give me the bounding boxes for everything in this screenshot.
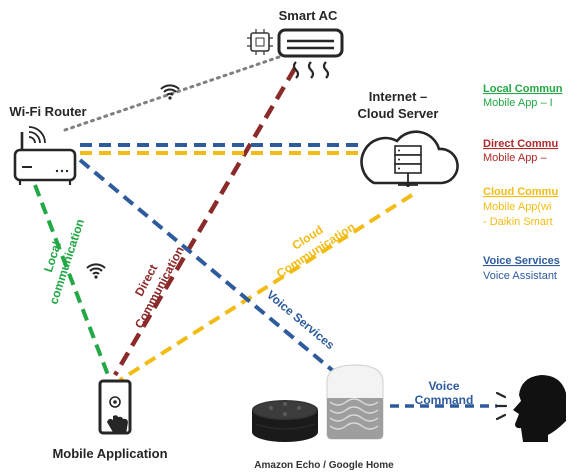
legend-direct-title: Direct Commu [483,138,558,150]
smart-speakers-label: Amazon Echo / Google Home [254,460,394,471]
legend: Local Commun Mobile App – I Direct Commu… [483,83,563,282]
direct-communication-label: Direct Communication [132,244,187,331]
mobile-app-node: Mobile Application [52,263,168,461]
cloud-server-node: Internet – Cloud Server [358,89,459,187]
legend-local-desc: Mobile App – I [483,97,553,109]
smart-ac-chip-icon [250,32,270,52]
smart-speakers-node: Amazon Echo / Google Home [252,364,394,471]
voice-command-label: Voice Command [415,379,474,407]
cloud-server-label-line1: Internet – [369,89,428,104]
voice-command-label-line1: Voice [428,379,459,393]
router-signal-icon [28,126,46,144]
legend-item-local: Local Commun Mobile App – I [483,83,563,109]
local-communication-label: Local communication [41,217,87,306]
direct-communication-line [113,66,297,377]
sound-waves-icon [495,391,508,421]
legend-item-direct: Direct Commu Mobile App – [483,138,558,164]
legend-cloud-desc2: - Daikin Smart [483,216,553,228]
legend-cloud-title: Cloud Commu [483,186,558,198]
cloud-server-label-line2: Cloud Server [358,106,439,121]
legend-item-cloud: Cloud Commu Mobile App(wi - Daikin Smart [483,186,558,228]
amazon-echo-dot-speaker [252,400,318,442]
speaking-person-icon [495,375,566,442]
air-conditioner-icon [277,28,344,58]
smart-ac-label: Smart AC [279,8,338,23]
legend-voice-title: Voice Services [483,255,560,267]
ac-router-wifi-link [63,53,287,132]
legend-cloud-desc: Mobile App(wi [483,201,551,213]
local-communication-line [33,184,110,376]
finger-icon [107,404,128,434]
legend-item-voice: Voice Services Voice Assistant [483,255,560,282]
legend-direct-desc: Mobile App – [483,152,547,164]
smart-ac-node: Smart AC [247,8,344,79]
mobile-app-label: Mobile Application [52,446,167,461]
router-icon [13,148,77,182]
wifi-icon [160,84,180,100]
cloud-communication-line [118,193,414,382]
airflow-icon [292,61,330,79]
router-node: Wi-Fi Router [9,104,87,185]
router-label: Wi-Fi Router [9,104,86,119]
legend-voice-desc: Voice Assistant [483,270,557,282]
google-home-speaker [326,364,384,440]
cloud-communication-label: Cloud Communication [274,220,358,281]
wifi-icon [86,263,106,279]
voice-command-label-line2: Command [415,393,474,407]
legend-local-title: Local Commun [483,83,563,95]
